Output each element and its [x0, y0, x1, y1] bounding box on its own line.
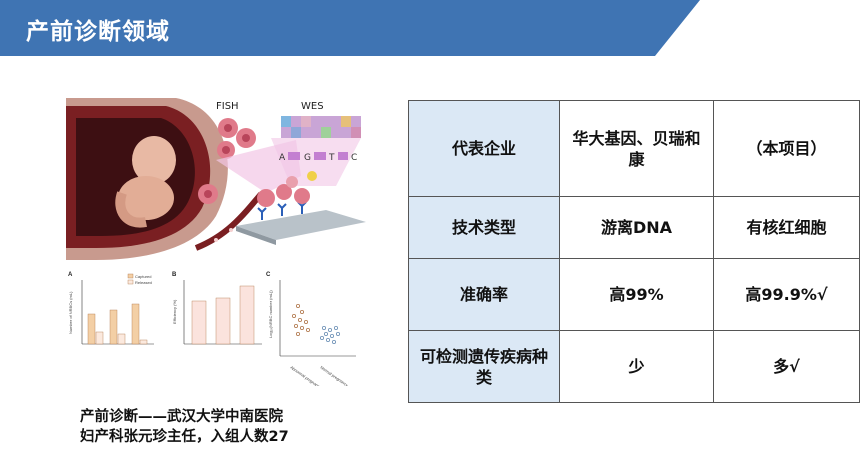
cell-disease-types-project: 多√: [713, 330, 860, 403]
row-label-technology: 技术类型: [408, 196, 560, 259]
banner-shape: [0, 0, 700, 56]
cell-accuracy-project: 高99.9%√: [713, 258, 860, 331]
cell-disease-types-competitor: 少: [559, 330, 714, 403]
base-c: C: [351, 153, 357, 163]
caption-line-1: 产前诊断——武汉大学中南医院: [80, 409, 283, 425]
panel-a-legend-captured: Captured: [135, 274, 151, 279]
base-g: G: [304, 153, 311, 163]
panel-b-ylabel: Efficiency (%): [172, 299, 177, 324]
cell-accuracy-competitor: 高99%: [559, 258, 714, 331]
comparison-table: 代表企业 华大基因、贝瑞和康 （本项目） 技术类型 游离DNA 有核红细胞 准确…: [408, 100, 860, 403]
row-label-disease-types: 可检测遗传疾病种类: [408, 330, 560, 403]
prenatal-diagnosis-illustration: FISH WES A G T C: [66, 98, 366, 260]
wes-label: WES: [301, 101, 324, 112]
cell-company-project: （本项目）: [713, 100, 860, 197]
cell-technology-competitor: 游离DNA: [559, 196, 714, 259]
panel-a-legend-released: Released: [135, 280, 152, 285]
row-label-accuracy: 准确率: [408, 258, 560, 331]
base-t: T: [328, 153, 335, 163]
base-a: A: [279, 153, 286, 163]
table-row: 技术类型 游离DNA 有核红细胞: [408, 196, 860, 259]
caption-line-2: 妇产科张元珍主任，入组人数27: [80, 429, 289, 445]
panel-b-letter: B: [172, 272, 177, 278]
table-row: 准确率 高99% 高99.9%√: [408, 258, 860, 331]
results-charts: A Number of NRBCs (mL) Captured Released…: [66, 268, 366, 390]
panel-a-letter: A: [68, 272, 73, 278]
panel-c-ylabel: Log₁₀(NRBC number (mL)): [268, 290, 273, 338]
table-row: 可检测遗传疾病种类 少 多√: [408, 330, 860, 403]
header-banner: 产前诊断领域: [0, 0, 865, 56]
panel-c-cat-normal: Normal pregnancy: [319, 365, 349, 386]
panel-c-letter: C: [266, 272, 271, 278]
panel-a-ylabel: Number of NRBCs (mL): [68, 291, 73, 334]
panel-c-cat-abnormal: Abnormal pregnancy: [289, 365, 322, 386]
fish-label: FISH: [216, 101, 239, 112]
page-title: 产前诊断领域: [26, 19, 170, 45]
figure-caption: 产前诊断——武汉大学中南医院 妇产科张元珍主任，入组人数27: [80, 407, 380, 447]
table-row: 代表企业 华大基因、贝瑞和康 （本项目）: [408, 100, 860, 197]
cell-company-competitor: 华大基因、贝瑞和康: [559, 100, 714, 197]
row-label-company: 代表企业: [408, 100, 560, 197]
cell-technology-project: 有核红细胞: [713, 196, 860, 259]
